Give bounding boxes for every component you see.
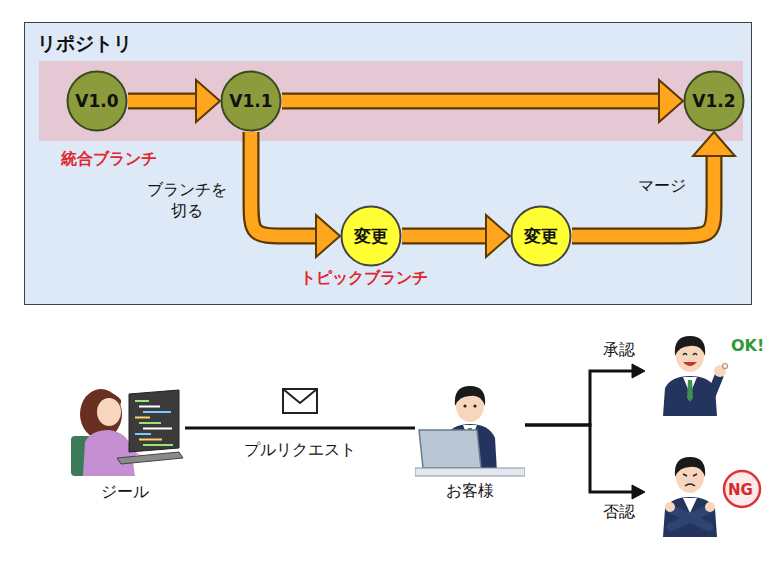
client-figure: お客様 [415, 372, 525, 502]
circle-shape [512, 207, 571, 266]
flow-line [525, 425, 645, 499]
circle-shape [685, 72, 744, 131]
arrow-head [632, 485, 645, 499]
flow-line [525, 364, 645, 425]
circle-shape [342, 207, 401, 266]
developer-figure-art [65, 378, 185, 482]
arrow-shaft [402, 230, 488, 243]
figure-label: OK! [731, 336, 764, 355]
arrow-outline [402, 228, 488, 245]
version-circle: V1.1 [220, 70, 282, 132]
change-circle: 変更 [510, 205, 572, 267]
arrow-head [659, 80, 683, 122]
envelope-icon [283, 389, 317, 413]
arrow-shaft [525, 425, 634, 492]
figure-label: お客様 [446, 481, 494, 502]
approve-figure: OK! [645, 326, 767, 416]
edge-label-box: ブランチを切る [145, 180, 229, 222]
node-label: V1.1 [229, 91, 272, 111]
edge-label-box: プルリクエスト [244, 440, 356, 461]
branch-caption: 統合ブランチ [61, 149, 157, 170]
reject-figure: NG [645, 447, 767, 537]
repository-panel: V1.0 V1.1 V1.2 統合ブランチ変更 変更 リポジトリ [24, 22, 752, 305]
label-box: トピックブランチ [300, 268, 428, 289]
edge-label: 承認 [603, 340, 635, 361]
arrow-outline [128, 93, 198, 110]
arrow-head [196, 80, 220, 122]
branch-arrow [128, 80, 220, 122]
version-circle: V1.0 [66, 70, 128, 132]
arrow-shaft [282, 95, 661, 108]
flow-line [185, 428, 415, 429]
figure-label: ジール [101, 482, 149, 503]
arrow-head [693, 132, 735, 156]
arrow-outline [251, 132, 318, 236]
arrow-head [632, 364, 645, 378]
arrow-shaft [251, 132, 318, 236]
circle-shape [222, 72, 281, 131]
edge-label: ブランチを切る [145, 180, 229, 222]
client-figure-art [415, 372, 525, 478]
developer-figure: ジール [65, 378, 185, 503]
branch-arrow [572, 132, 735, 236]
edge-label-box: マージ [638, 176, 686, 197]
edge-label: プルリクエスト [244, 440, 356, 461]
edge-label: 否認 [603, 502, 635, 523]
branch-arrow [251, 132, 340, 257]
edge-label-box: 承認 [603, 340, 635, 361]
arrow-head [316, 215, 340, 257]
arrow-outline [572, 154, 714, 236]
arrow-shaft [525, 371, 634, 425]
arrow-head [486, 215, 510, 257]
circle-shape [68, 72, 127, 131]
figure-label: NG [728, 481, 753, 499]
node-label: V1.2 [692, 91, 735, 111]
arrow-shaft [128, 95, 198, 108]
edge-label: マージ [638, 176, 686, 197]
node-label: 変更 [354, 225, 388, 248]
version-circle: V1.2 [683, 70, 745, 132]
branch-arrow [282, 80, 683, 122]
integration-branch-band: V1.0V1.1V1.2統合ブランチ [39, 61, 743, 141]
arrow-outline [282, 93, 661, 110]
arrow-shaft [572, 154, 714, 236]
change-circle: 変更 [340, 205, 402, 267]
node-label: V1.0 [75, 91, 118, 111]
panel-title: リポジトリ [37, 31, 132, 57]
arrow-shaft [185, 427, 415, 430]
node-label: 変更 [524, 225, 558, 248]
branch-caption: トピックブランチ [300, 268, 428, 289]
branch-arrow [402, 215, 510, 257]
edge-label-box: 否認 [603, 502, 635, 523]
